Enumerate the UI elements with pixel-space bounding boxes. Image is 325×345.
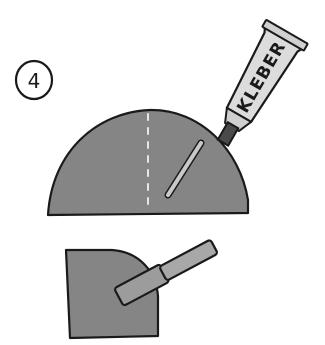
glue-tube-nozzle (218, 122, 238, 145)
step-badge: 4 (16, 61, 52, 99)
glue-tube: KLEBER (202, 20, 308, 155)
step-number: 4 (28, 69, 41, 93)
semicircle-piece (48, 110, 248, 215)
stick-upper (159, 239, 218, 280)
